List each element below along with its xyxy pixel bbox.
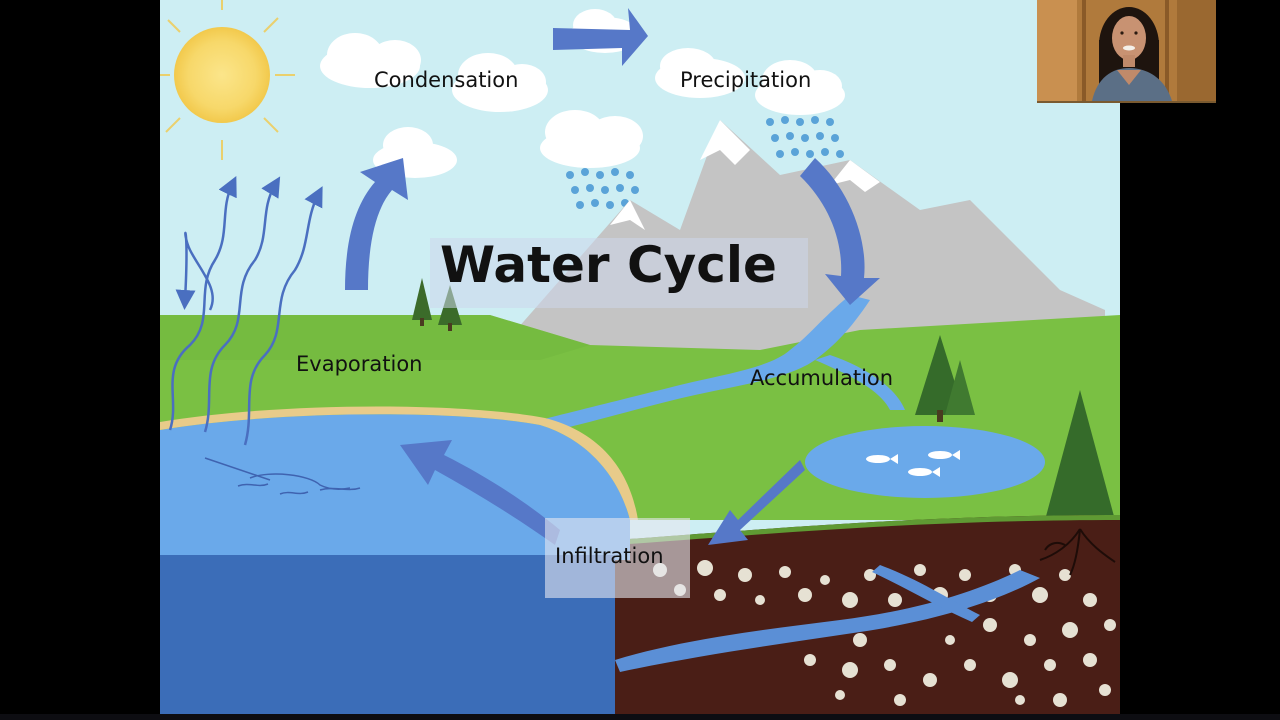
tree-roots	[1039, 528, 1116, 576]
cycle-arrows	[345, 8, 880, 545]
arrow-up-icon	[345, 158, 408, 290]
cloud-icon	[540, 110, 643, 168]
bottom-edge	[0, 714, 1280, 720]
label-accumulation: Accumulation	[750, 366, 894, 390]
presenter-video-icon	[1037, 0, 1216, 101]
groundwater-stream	[615, 570, 1040, 672]
narwhal-icon	[204, 457, 361, 495]
ocean-deep	[160, 555, 615, 720]
rain-drops	[766, 116, 844, 158]
cloud-icon	[320, 33, 421, 88]
tree-icon	[915, 335, 975, 422]
evaporation-arrows-down	[175, 231, 214, 311]
diagram-title: Water Cycle	[440, 236, 777, 294]
title-backdrop	[430, 238, 808, 308]
infiltration-backdrop	[545, 518, 690, 598]
label-evaporation: Evaporation	[296, 352, 423, 376]
cloud-icon	[655, 48, 745, 98]
river	[540, 295, 870, 428]
ocean-shallow	[160, 414, 630, 560]
label-infiltration: Infiltration	[555, 544, 664, 568]
arrow-down-left-icon	[708, 460, 805, 545]
arrow-left-icon	[400, 440, 560, 545]
pond	[805, 426, 1045, 498]
evaporation-arrows	[168, 175, 323, 446]
water-cycle-slide: Water Cycle Condensation Precipitation E…	[160, 0, 1120, 720]
presenter-webcam	[1037, 0, 1216, 103]
diagram-art	[160, 0, 1120, 720]
sun-icon	[160, 0, 295, 160]
label-precipitation: Precipitation	[680, 68, 812, 92]
label-condensation: Condensation	[374, 68, 519, 92]
cloud-icon	[755, 60, 845, 115]
fish-icon	[866, 450, 960, 477]
arrow-right-icon	[553, 8, 648, 66]
cloud-icon	[452, 53, 548, 112]
arrow-down-icon	[800, 158, 880, 305]
